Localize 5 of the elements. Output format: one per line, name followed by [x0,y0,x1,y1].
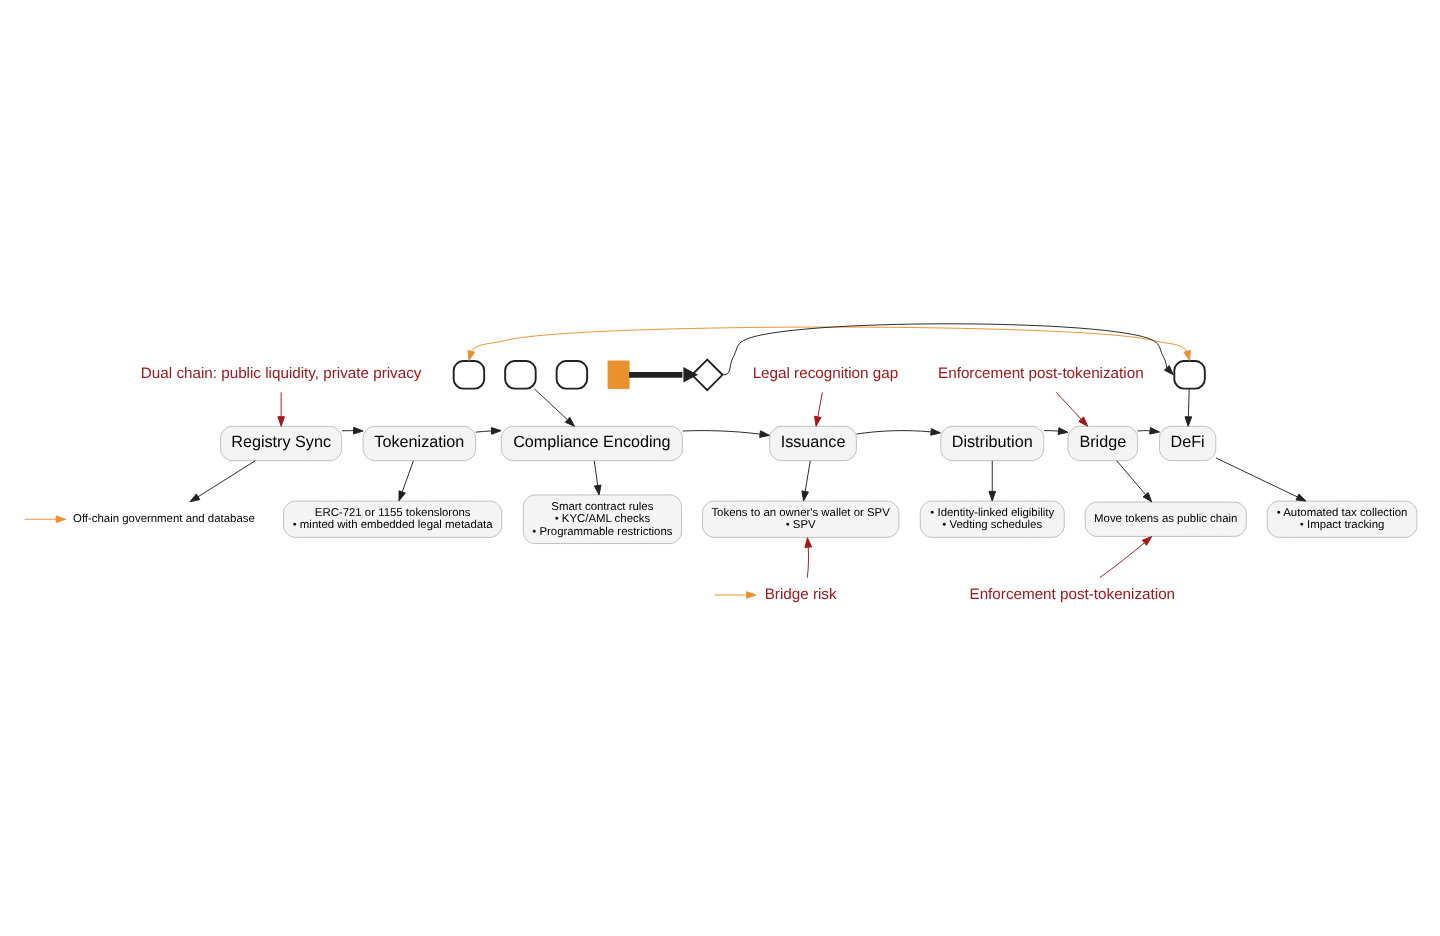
node-text: Dual chain: public liquidity, private privacy [140,364,422,383]
node-text: Legal recognition gap [752,364,899,383]
node-text: Enforcement post-tokenization [969,584,1176,603]
node-text: Enforcement post-tokenization [938,364,1144,383]
node-text: Bridge risk [764,584,837,603]
